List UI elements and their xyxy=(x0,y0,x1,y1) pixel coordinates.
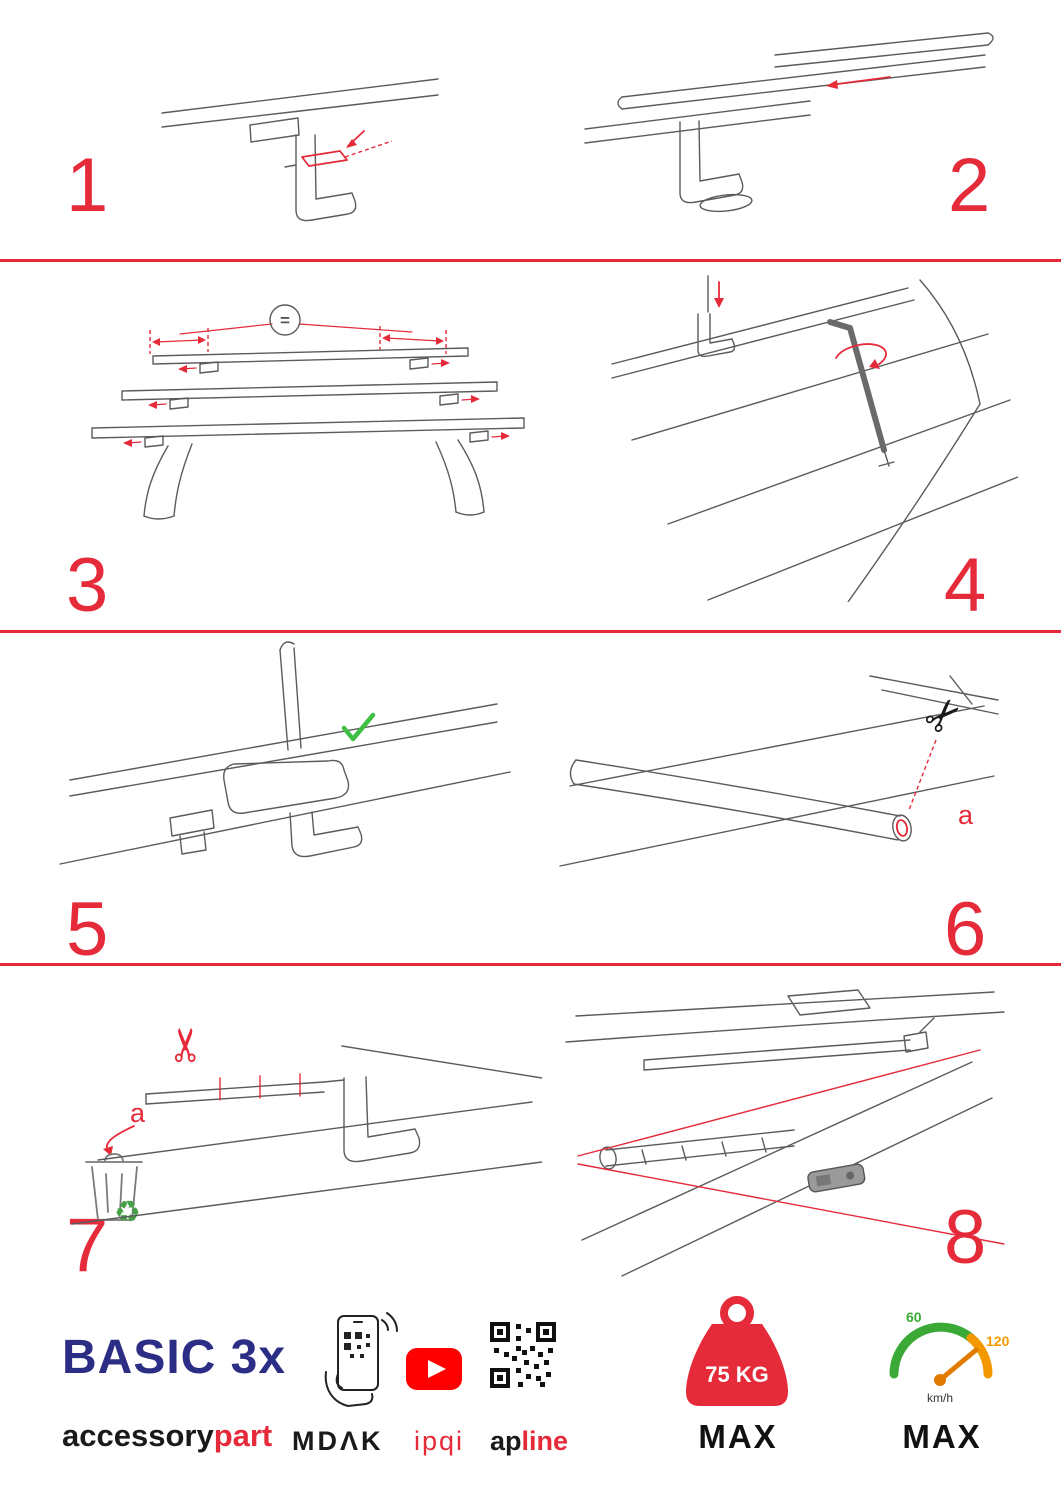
brand-logo-primary: accessory xyxy=(62,1418,214,1453)
speed-unit: km/h xyxy=(927,1391,953,1405)
slide-direction-arrow xyxy=(826,76,891,89)
step-4-number: 4 xyxy=(944,543,987,628)
insert-plate-highlight xyxy=(301,130,393,167)
logo-apline-secondary: line xyxy=(521,1426,569,1456)
max-speed-icon: 60 120 km/h xyxy=(889,1309,1010,1405)
step-2-number: 2 xyxy=(948,143,991,228)
brand-logo-secondary: part xyxy=(213,1418,273,1453)
logo-mdak: MDΛK xyxy=(292,1426,384,1456)
logo-apline: apline xyxy=(490,1426,568,1457)
step-6-illustration: ✂ a xyxy=(559,675,999,867)
qr-code xyxy=(488,1320,558,1390)
step-1-illustration xyxy=(161,78,439,222)
cut-point-label: a xyxy=(958,800,974,830)
discard-arrow xyxy=(103,1125,135,1156)
section-divider xyxy=(0,259,1061,262)
section-divider xyxy=(0,630,1061,633)
allen-key xyxy=(827,319,895,467)
step-1-number: 1 xyxy=(66,143,109,228)
step-8-number: 8 xyxy=(944,1195,987,1280)
logo-apline-primary: ap xyxy=(490,1426,522,1456)
step-5-illustration xyxy=(59,641,511,865)
max-weight-label: MAX xyxy=(698,1418,778,1455)
speed-tick-high: 120 xyxy=(986,1333,1010,1349)
step-7-illustration: ✂ a ♻ xyxy=(71,1025,542,1229)
youtube-icon xyxy=(406,1348,462,1390)
alignment-guides xyxy=(577,1049,1005,1245)
max-weight-icon: 75 KG xyxy=(686,1296,788,1406)
step-5-number: 5 xyxy=(66,887,109,972)
max-weight-value: 75 KG xyxy=(705,1362,769,1387)
scan-phone-icon xyxy=(324,1312,398,1408)
step-6-number: 6 xyxy=(944,887,987,972)
equals-badge: = xyxy=(280,311,290,330)
equal-spacing-callout: = xyxy=(149,304,447,354)
recycle-icon: ♻ xyxy=(114,1196,141,1229)
cut-marks xyxy=(219,1073,301,1101)
max-speed-label: MAX xyxy=(902,1418,982,1455)
offcut-label: a xyxy=(130,1098,146,1128)
insert-down-arrow xyxy=(714,281,724,308)
alignment-arrows xyxy=(123,359,510,447)
step-2-illustration xyxy=(584,32,994,213)
rotation-arrow xyxy=(835,343,887,369)
checkmark-icon xyxy=(341,712,376,742)
speed-tick-low: 60 xyxy=(906,1309,922,1325)
trash-icon xyxy=(85,1153,143,1221)
scissors-icon: ✂ xyxy=(160,1025,212,1064)
step-4-illustration xyxy=(611,275,1018,602)
step-8-illustration xyxy=(565,989,1005,1277)
product-name: BASIC 3x xyxy=(62,1331,287,1384)
section-divider xyxy=(0,963,1061,966)
step-3-number: 3 xyxy=(66,543,109,628)
logo-ipqi: ipqi xyxy=(414,1426,465,1456)
adapter-piece xyxy=(807,1163,866,1193)
brand-logo: accessorypart xyxy=(62,1418,272,1454)
step-3-illustration: = xyxy=(91,304,525,520)
